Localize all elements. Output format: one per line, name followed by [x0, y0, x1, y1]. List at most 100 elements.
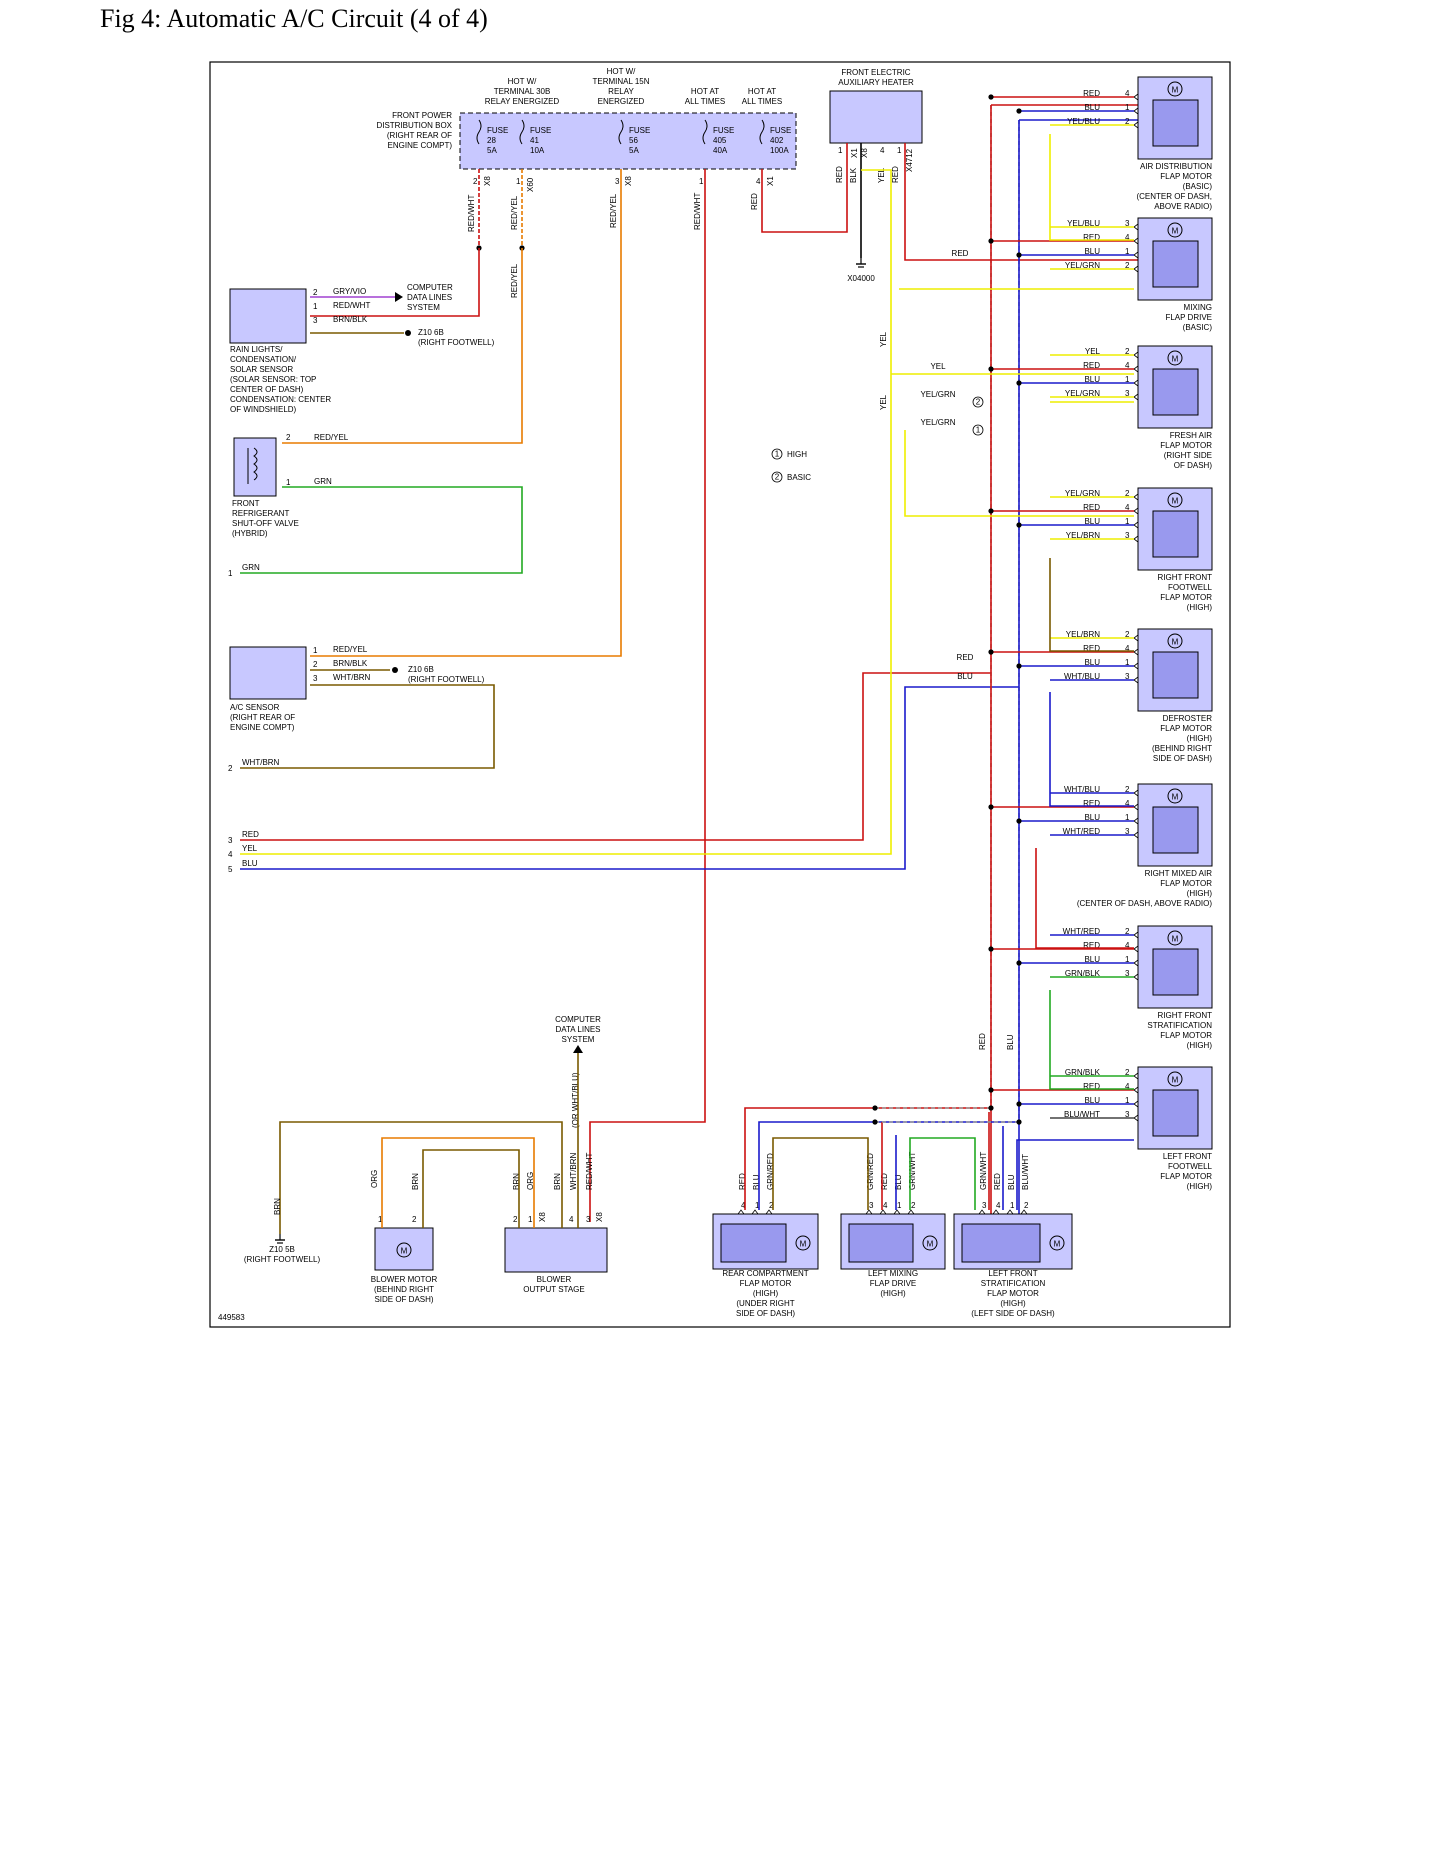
blower-motor-wire-label: BRN — [411, 1173, 420, 1190]
flap-motor-label-line: (HIGH) — [1187, 1041, 1213, 1050]
rain-sensor-label-line: CONDENSATION: CENTER — [230, 395, 331, 404]
flap-motor-label-line: (HIGH) — [1187, 603, 1213, 612]
motor-icon-letter: M — [1172, 497, 1179, 506]
flap-motor-label-line: FOOTWELL — [1168, 1162, 1213, 1171]
red-yel-feed-valve — [282, 248, 523, 444]
pin-terminal-icon — [1133, 379, 1139, 387]
flap-pin-wire-label: YEL/BLU — [1067, 117, 1100, 126]
heater-ground-label: X04000 — [847, 274, 875, 283]
flap-motor-inner — [1152, 240, 1199, 288]
fuse-box-label-line: FRONT POWER — [392, 111, 452, 120]
splice-dot — [1016, 960, 1022, 966]
blower-stage-pin: 2 — [513, 1215, 518, 1224]
pin-terminal-icon — [1133, 1100, 1139, 1108]
pin-terminal-icon — [1133, 265, 1139, 273]
fuse-box-label-line: DISTRIBUTION BOX — [376, 121, 452, 130]
rain-sensor-ground-label: Z10 6B — [418, 328, 444, 337]
left-connector-wire-label: YEL — [242, 844, 258, 853]
flap-pin-number: 1 — [1125, 375, 1130, 384]
yel-grn-link-label: YEL/GRN — [920, 418, 955, 427]
flap-pin-wire-label: RED — [1083, 1082, 1100, 1091]
motor-icon — [1167, 1071, 1183, 1087]
ac-sensor-pin: 1 — [313, 646, 318, 655]
flap-pin-wire-label: BLU — [1084, 1096, 1100, 1105]
flap-motor-label-line: AIR DISTRIBUTION — [1140, 162, 1212, 171]
flap-pin-number: 4 — [1125, 89, 1130, 98]
yel-link-label: YEL — [930, 362, 946, 371]
pin-terminal-icon — [1133, 789, 1139, 797]
motor-icon-letter: M — [1172, 355, 1179, 364]
flap-pin-wire-label: YEL/GRN — [1065, 261, 1100, 270]
flap-pin-wire-label: RED — [1083, 233, 1100, 242]
flap-motor-label-line: (BASIC) — [1183, 323, 1213, 332]
blu-feed-label: BLU — [957, 672, 973, 681]
fuse-icon — [702, 119, 708, 145]
rain-sensor-label-line: OF WINDSHIELD) — [230, 405, 297, 414]
heater-pin: 1 — [838, 146, 843, 155]
flap-motor-label-line: (BASIC) — [1183, 182, 1213, 191]
left-connector-wire-label: RED — [242, 830, 259, 839]
valve-pin: 2 — [286, 433, 291, 442]
flap-pin-wire-label: GRN/BLK — [1065, 969, 1101, 978]
heater-label-line: AUXILIARY HEATER — [838, 78, 914, 87]
bottom-motor-label-line: FLAP MOTOR — [987, 1289, 1039, 1298]
blower-motor-pin: 1 — [378, 1215, 383, 1224]
pin-terminal-icon — [1133, 507, 1139, 515]
blower-stage-data-lines-line: SYSTEM — [562, 1035, 595, 1044]
bottom-motor-wire-label: GRN/WHT — [908, 1152, 917, 1190]
splice-dot — [1016, 522, 1022, 528]
motor-icon — [1167, 222, 1183, 238]
flap-pin-number: 2 — [1125, 1068, 1130, 1077]
flap-pin-number: 1 — [1125, 103, 1130, 112]
rain-sensor-pin: 3 — [313, 316, 318, 325]
motor-icon-letter: M — [800, 1240, 807, 1249]
motor-icon-letter: M — [401, 1247, 408, 1256]
flap-motor-inner — [1152, 651, 1199, 699]
heater-red-to-bus — [904, 143, 1138, 261]
motor-icon-letter: M — [1172, 227, 1179, 236]
blower-stage-wire-label: BRN — [512, 1173, 521, 1190]
fuse-402-label-line: 100A — [770, 146, 789, 155]
left-connector-pin: 5 — [228, 865, 233, 874]
basic-marker — [972, 396, 984, 408]
flap-motor-label-line: (BEHIND RIGHT — [1152, 744, 1212, 753]
flap-pin-wire-label: YEL/GRN — [1065, 489, 1100, 498]
valve-label-line: SHUT-OFF VALVE — [232, 519, 299, 528]
flap-motor-label-line: FLAP MOTOR — [1160, 593, 1212, 602]
fuse-wire-label: RED/YEL — [510, 263, 519, 298]
fuse-icon — [519, 119, 525, 145]
splice-dot — [988, 1087, 994, 1093]
splice-dot — [872, 1119, 878, 1125]
flap-motor-inner — [1152, 99, 1199, 147]
flap-pin-wire-label: YEL/BRN — [1066, 630, 1100, 639]
ac-sensor-ground-label: (RIGHT FOOTWELL) — [408, 675, 485, 684]
flap-motor-label-line: (HIGH) — [1187, 1182, 1213, 1191]
blower-stage-pin: 1 — [528, 1215, 533, 1224]
high-marker — [972, 424, 984, 436]
fuse-56-label-line: FUSE — [629, 126, 650, 135]
yel-feed-main — [240, 169, 892, 855]
rain-sensor-pin: 1 — [313, 302, 318, 311]
fuse-header-3-line: HOT AT — [748, 87, 776, 96]
grn-red-link — [772, 1137, 869, 1210]
pin-terminal-icon — [737, 1209, 745, 1215]
pin-terminal-icon — [1020, 1209, 1028, 1215]
fuse-box-pin: 1 — [516, 177, 521, 186]
pin-terminal-icon — [1133, 1072, 1139, 1080]
flap-pin-number: 3 — [1125, 827, 1130, 836]
flap-motor-label-line: SIDE OF DASH) — [1153, 754, 1212, 763]
red-vertical-label: RED — [978, 1033, 987, 1050]
flap-motor-label-line: DEFROSTER — [1163, 714, 1213, 723]
rain-sensor-label-line: CONDENSATION/ — [230, 355, 297, 364]
pin-terminal-icon — [1133, 535, 1139, 543]
flap-pin-wire-label: YEL — [1085, 347, 1101, 356]
flap-pin-number: 2 — [1125, 347, 1130, 356]
bottom-motor-pin: 4 — [741, 1201, 746, 1210]
pin-terminal-icon — [1133, 634, 1139, 642]
splice-dot — [988, 94, 994, 100]
brn-ground-wire — [279, 1121, 563, 1234]
red-wht-feed-blower — [589, 169, 706, 1222]
fuse-icon — [476, 119, 482, 145]
pin-terminal-icon — [1133, 803, 1139, 811]
bottom-motor-label-line: LEFT FRONT — [988, 1269, 1037, 1278]
